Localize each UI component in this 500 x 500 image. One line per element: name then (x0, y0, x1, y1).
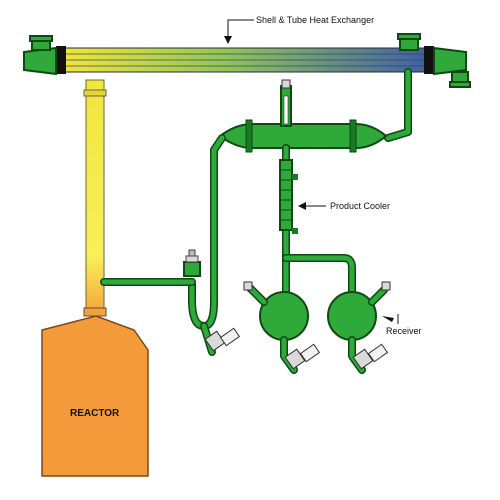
product-cooler-label: Product Cooler (330, 201, 390, 211)
receiver-right (327, 281, 391, 374)
condensate-line (384, 68, 412, 142)
reactor-label: REACTOR (70, 408, 120, 419)
product-cooler (279, 144, 298, 266)
receiver-left (243, 281, 321, 374)
trap-drain-valve (200, 322, 241, 356)
receiver-callout: Receiver (382, 314, 422, 336)
product-cooler-callout: Product Cooler (298, 201, 390, 211)
reflux-line (100, 134, 226, 330)
heat-exchanger-label: Shell & Tube Heat Exchanger (256, 15, 374, 25)
reactor-vessel: REACTOR (41, 315, 149, 477)
heat-exchanger (23, 33, 471, 88)
heat-exchanger-callout: Shell & Tube Heat Exchanger (224, 15, 374, 44)
vent-valve (183, 249, 201, 277)
column-thermometer (280, 79, 292, 127)
vapor-column (83, 79, 107, 317)
separator-vessel (218, 119, 388, 153)
receiver-label: Receiver (386, 326, 422, 336)
